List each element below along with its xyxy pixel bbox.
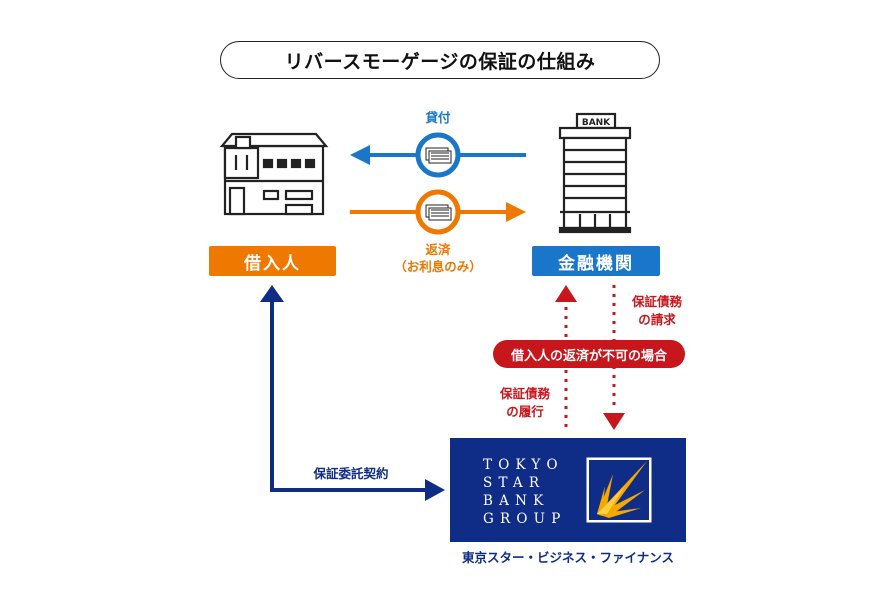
- guarantee-request-arrow: [603, 285, 625, 430]
- repay-label: 返済: [425, 242, 451, 257]
- bank-label: 金融機関: [532, 246, 660, 276]
- borrower-label: 借入人: [209, 246, 336, 276]
- guarantee-request-line2: の請求: [638, 312, 676, 327]
- logo-word: BANK: [483, 493, 550, 509]
- money-icon: [425, 147, 452, 164]
- logo-word: STAR: [483, 475, 546, 491]
- logo-word: TOKYO: [483, 457, 564, 473]
- repay-note: （お利息のみ）: [394, 259, 482, 274]
- house-icon: [219, 132, 329, 216]
- default-case-badge: 借入人の返済が不可の場合: [493, 340, 685, 368]
- contract-arrow: [260, 285, 445, 501]
- diagram-title: リバースモーゲージの保証の仕組み: [220, 41, 660, 79]
- guarantor-logo-box: TOKYO STAR BANK GROUP: [450, 438, 686, 542]
- guarantee-perform-line2: の履行: [506, 404, 544, 419]
- guarantee-perform-line1: 保証債務: [499, 386, 550, 401]
- guarantor-name: 東京スター・ビジネス・ファイナンス: [461, 550, 674, 565]
- logo-wordmark: TOKYO STAR BANK GROUP: [483, 456, 566, 528]
- loan-label: 貸付: [425, 110, 451, 125]
- money-icon: [425, 204, 452, 221]
- bank-sign-text: BANK: [582, 118, 611, 128]
- bank-building-icon: [558, 112, 632, 234]
- guarantee-performance-arrow: [555, 285, 577, 430]
- star-logo-icon: [585, 456, 653, 524]
- guarantee-request-line1: 保証債務: [631, 294, 682, 309]
- logo-word: GROUP: [483, 511, 567, 527]
- contract-label: 保証委託契約: [313, 466, 389, 481]
